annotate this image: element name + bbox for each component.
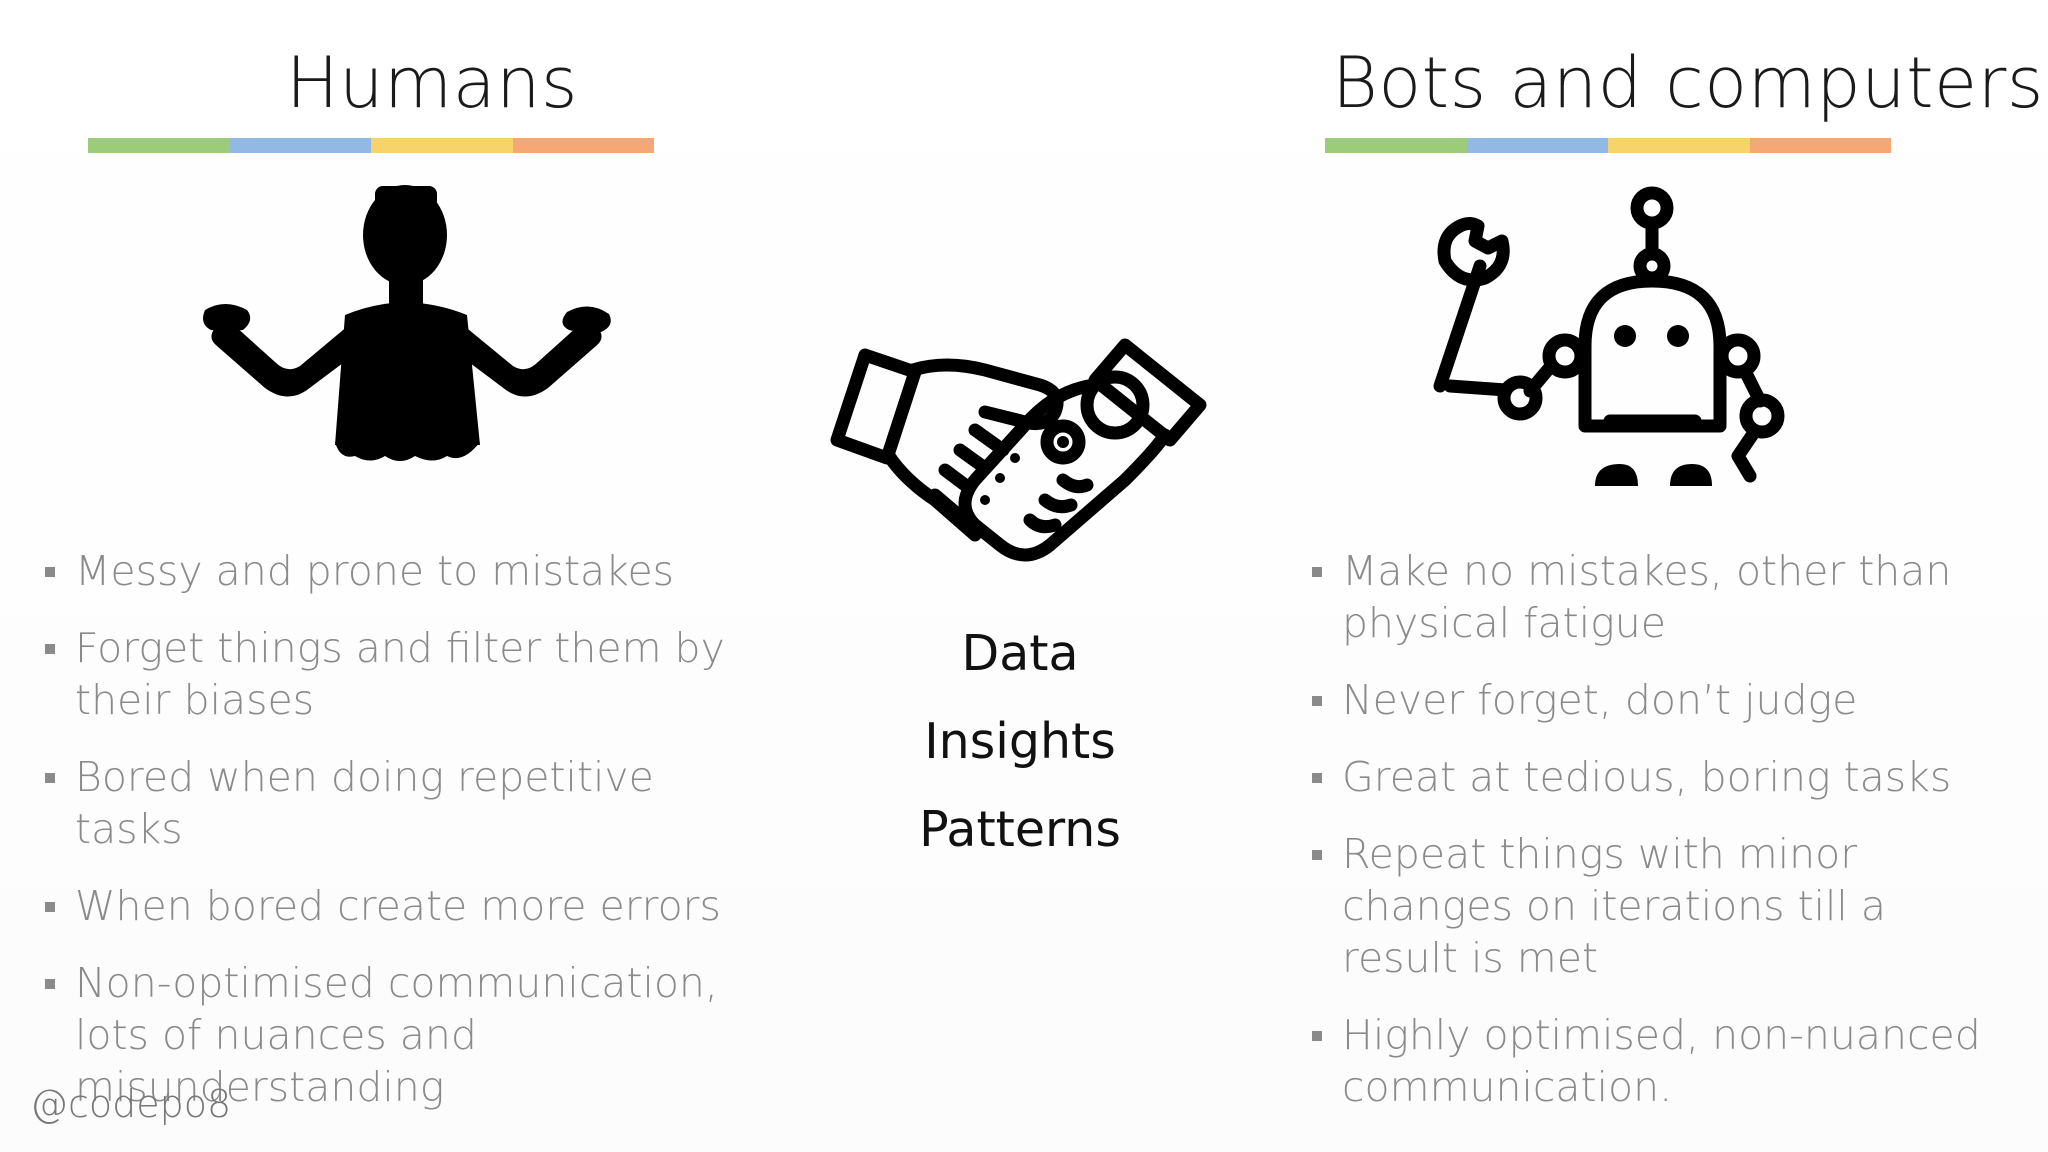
bullet-square-icon <box>45 902 55 912</box>
center-keywords: Data Insights Patterns <box>880 610 1160 874</box>
bullet-square-icon <box>1312 773 1322 783</box>
humans-bullet-list: Messy and prone to mistakes Forget thing… <box>45 545 755 1138</box>
author-handle: @codepo8 <box>30 1082 232 1126</box>
bots-bullet-list: Make no mistakes, other than physical fa… <box>1312 545 2002 1138</box>
bullet-square-icon <box>45 979 55 989</box>
bullet-text: Great at tedious, boring tasks <box>1342 753 1952 801</box>
keyword-insights: Insights <box>924 713 1116 770</box>
bar-segment-green <box>1325 138 1467 153</box>
bots-color-bar <box>1325 138 1891 153</box>
humans-heading: Humans <box>286 42 578 124</box>
list-item: Non-optimised communication, lots of nua… <box>45 957 755 1113</box>
bullet-square-icon <box>1312 1031 1322 1041</box>
bullet-text: Bored when doing repetitive tasks <box>75 753 654 853</box>
bullet-text: Never forget, don’t judge <box>1342 676 1858 724</box>
humans-color-bar <box>88 138 654 153</box>
human-robot-handshake-icon <box>825 330 1215 590</box>
list-item: Forget things and filter them by their b… <box>45 622 755 726</box>
bullet-text: When bored create more errors <box>75 882 721 930</box>
bullet-square-icon <box>1312 696 1322 706</box>
bullet-square-icon <box>1312 850 1322 860</box>
bar-segment-green <box>88 138 230 153</box>
list-item: Repeat things with minor changes on iter… <box>1312 828 2002 984</box>
bullet-square-icon <box>45 567 55 577</box>
list-item: Great at tedious, boring tasks <box>1312 751 2002 803</box>
bar-segment-blue <box>1466 138 1608 153</box>
list-item: Bored when doing repetitive tasks <box>45 751 755 855</box>
shrug-silhouette-icon <box>195 180 615 470</box>
bullet-text: Messy and prone to mistakes <box>75 547 675 595</box>
bullet-text: Repeat things with minor changes on iter… <box>1342 830 1886 982</box>
list-item: Highly optimised, non-nuanced communicat… <box>1312 1009 2002 1113</box>
bullet-square-icon <box>1312 567 1322 577</box>
list-item: Messy and prone to mistakes <box>45 545 755 597</box>
bar-segment-blue <box>229 138 371 153</box>
list-item: Never forget, don’t judge <box>1312 674 2002 726</box>
bar-segment-orange <box>512 138 654 153</box>
bullet-square-icon <box>45 644 55 654</box>
bullet-text: Make no mistakes, other than physical fa… <box>1342 547 1952 647</box>
bullet-text: Highly optimised, non-nuanced communicat… <box>1342 1011 1981 1111</box>
keyword-patterns: Patterns <box>919 801 1121 858</box>
list-item: Make no mistakes, other than physical fa… <box>1312 545 2002 649</box>
bullet-square-icon <box>45 773 55 783</box>
bar-segment-orange <box>1749 138 1891 153</box>
bar-segment-yellow <box>1608 138 1750 153</box>
list-item: When bored create more errors <box>45 880 755 932</box>
bullet-text: Non-optimised communication, lots of nua… <box>75 959 718 1111</box>
bullet-text: Forget things and filter them by their b… <box>75 624 725 724</box>
robot-with-wrench-icon <box>1420 186 1790 506</box>
bar-segment-yellow <box>371 138 513 153</box>
keyword-data: Data <box>961 625 1079 682</box>
bots-heading: Bots and computers… <box>1332 42 2048 124</box>
